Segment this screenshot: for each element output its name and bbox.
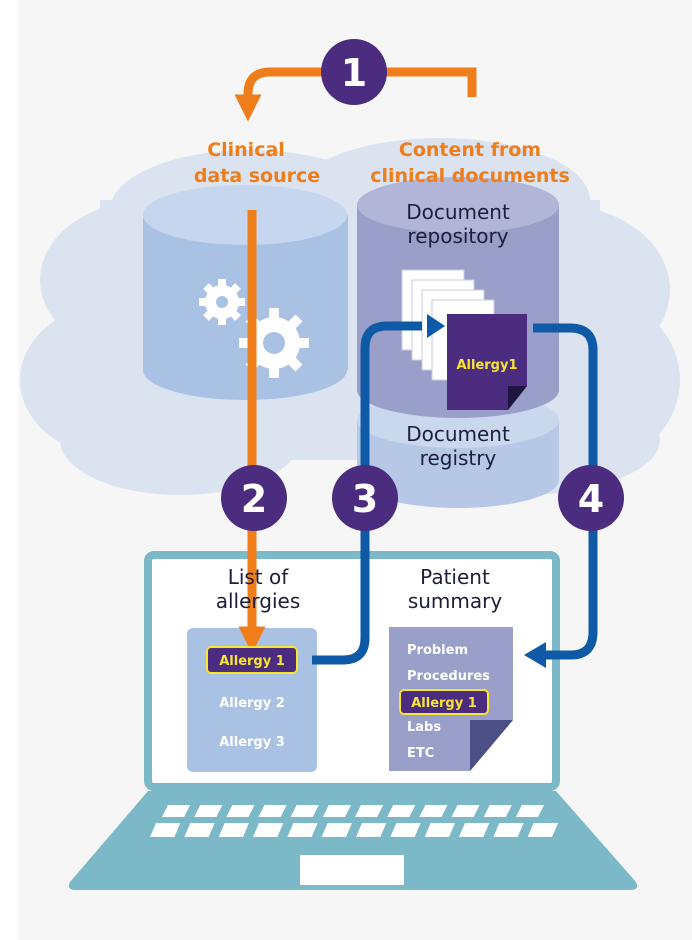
keyboard-key	[162, 805, 191, 817]
allergy-list: Allergy 1 Allergy 2 Allergy 3	[206, 646, 298, 750]
clinical-source-label-line1: Clinical	[207, 139, 285, 161]
trackpad	[300, 855, 404, 885]
keyboard-key	[483, 805, 512, 817]
keyboard-key	[321, 823, 352, 837]
arrow-head-4	[524, 642, 546, 668]
keyboard-key	[218, 823, 249, 837]
keyboard-key	[290, 805, 319, 817]
keyboard-key	[424, 823, 455, 837]
keyboard-key	[390, 823, 421, 837]
arrow-head-3	[427, 314, 445, 338]
keyboard-key	[356, 823, 387, 837]
keyboard-key	[451, 805, 480, 817]
keyboard-key	[527, 823, 558, 837]
laptop-icon	[68, 551, 638, 890]
keyboard-key	[253, 823, 284, 837]
content-from-label-line2: clinical documents	[370, 165, 570, 187]
summary-label-line1: Patient	[420, 565, 490, 589]
allergy-list-item: Allergy 1	[219, 654, 285, 669]
svg-text:3: 3	[352, 477, 378, 521]
arrow-step-1	[234, 67, 477, 122]
registry-label-line1: Document	[406, 422, 510, 446]
summary-item: Procedures	[407, 669, 490, 684]
keyboard-key	[287, 823, 318, 837]
keyboard-key	[194, 805, 223, 817]
step-1-badge: 1	[321, 39, 387, 105]
cloud-shape	[20, 138, 680, 495]
summary-list: Problem Procedures Allergy 1 Labs ETC	[399, 643, 490, 761]
document-tag-bg	[450, 353, 524, 375]
svg-text:4: 4	[578, 477, 604, 521]
clinical-database	[143, 185, 348, 400]
step-2-badge: 2	[221, 465, 287, 531]
step-4-badge: 4	[558, 465, 624, 531]
registry-label-line2: registry	[420, 446, 497, 470]
clinical-source-label-line2: data source	[194, 165, 320, 187]
svg-text:2: 2	[241, 477, 267, 521]
keyboard-key	[322, 805, 351, 817]
allergy-list-item: Allergy 3	[219, 735, 285, 750]
summary-highlight	[399, 689, 489, 715]
repository-label-line1: Document	[406, 200, 510, 224]
keyboard-key	[493, 823, 524, 837]
keyboard-keys	[150, 805, 558, 837]
keyboard-key	[184, 823, 215, 837]
allergy-list-item: Allergy 2	[219, 696, 285, 711]
content-from-label-line1: Content from	[399, 139, 541, 161]
keyboard-key	[459, 823, 490, 837]
keyboard-key	[226, 805, 255, 817]
summary-item: Allergy 1	[411, 696, 477, 711]
summary-item: ETC	[407, 746, 434, 761]
allergy-highlight	[206, 646, 298, 674]
allergies-label-line1: List of	[228, 565, 290, 589]
document-tag: Allergy1	[456, 358, 517, 373]
repository-label-line2: repository	[407, 224, 508, 248]
summary-item: Problem	[407, 643, 468, 658]
keyboard-key	[419, 805, 448, 817]
keyboard-key	[355, 805, 384, 817]
keyboard-key	[150, 823, 181, 837]
keyboard-key	[258, 805, 287, 817]
keyboard-key	[515, 805, 544, 817]
allergies-label-line2: allergies	[216, 589, 301, 613]
svg-text:1: 1	[341, 51, 367, 95]
summary-label-line2: summary	[408, 589, 503, 613]
step-3-badge: 3	[332, 465, 398, 531]
summary-item: Labs	[407, 720, 441, 735]
gear-icon	[199, 279, 245, 325]
keyboard-key	[387, 805, 416, 817]
